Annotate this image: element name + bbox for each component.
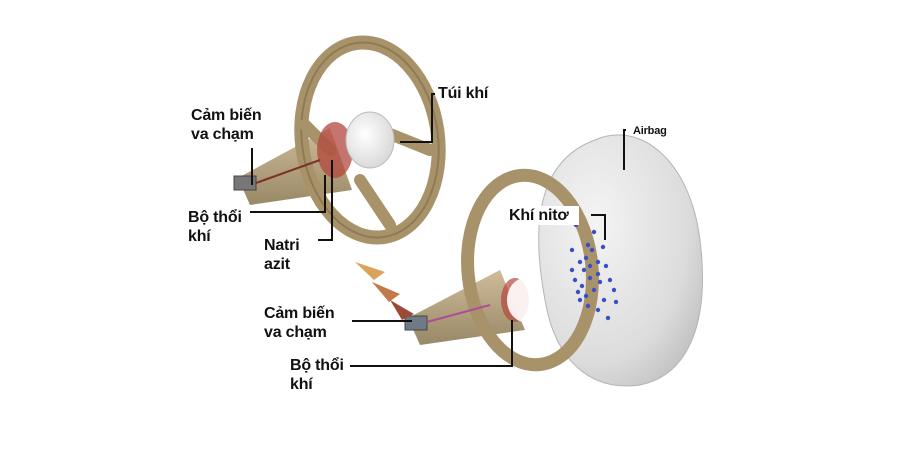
label-nitrogen-gas: Khí nitơ bbox=[507, 206, 579, 225]
label-sodium-azide: Natri azit bbox=[264, 236, 300, 274]
gas-particle bbox=[597, 279, 603, 285]
label-crash-sensor-before-line1: Cảm biến bbox=[191, 107, 262, 124]
impact-arrow-2 bbox=[372, 282, 400, 302]
label-crash-sensor-before-line2: va chạm bbox=[191, 126, 254, 143]
gas-particle bbox=[577, 297, 583, 303]
gas-particle bbox=[601, 297, 607, 303]
gas-particle bbox=[595, 271, 601, 277]
wheel-rim-after bbox=[461, 168, 599, 372]
label-folded-airbag: Túi khí bbox=[438, 84, 488, 103]
gas-particle bbox=[613, 299, 619, 305]
steering-wheel-after bbox=[404, 134, 703, 387]
folded-airbag bbox=[345, 111, 395, 169]
gas-particle bbox=[611, 287, 617, 293]
impact-arrow-3 bbox=[390, 300, 414, 320]
label-inflator-before: Bộ thổi khí bbox=[188, 208, 242, 246]
gas-particle bbox=[600, 244, 606, 250]
gas-particle bbox=[605, 315, 611, 321]
steering-wheel-before bbox=[233, 35, 446, 245]
gas-particle bbox=[579, 283, 585, 289]
gas-particle bbox=[607, 277, 613, 283]
gas-particle bbox=[577, 259, 583, 265]
gas-particle bbox=[583, 293, 589, 299]
label-inflator-after-line1: Bộ thổi bbox=[290, 357, 344, 374]
label-nitrogen-gas-text: Khí nitơ bbox=[509, 207, 569, 224]
leader-lines bbox=[250, 93, 626, 367]
gas-particle bbox=[585, 242, 591, 248]
gas-particle bbox=[572, 277, 578, 283]
label-inflator-after: Bộ thổi khí bbox=[290, 356, 344, 394]
label-inflated-airbag: Airbag bbox=[633, 125, 667, 138]
label-inflator-before-line1: Bộ thổi bbox=[188, 209, 242, 226]
gas-particle bbox=[595, 259, 601, 265]
label-crash-sensor-after-line2: va chạm bbox=[264, 324, 327, 341]
gas-particle bbox=[581, 267, 587, 273]
gas-particle bbox=[583, 255, 589, 261]
label-crash-sensor-after-line1: Cảm biến bbox=[264, 305, 335, 322]
label-inflator-before-line2: khí bbox=[188, 228, 211, 245]
gas-particle bbox=[595, 307, 601, 313]
gas-particle bbox=[587, 275, 593, 281]
label-inflated-airbag-text: Airbag bbox=[633, 125, 667, 137]
gas-particle bbox=[587, 263, 593, 269]
label-sodium-azide-line1: Natri bbox=[264, 237, 300, 254]
gas-particle bbox=[591, 229, 597, 235]
label-crash-sensor-before: Cảm biến va chạm bbox=[191, 106, 262, 144]
label-inflator-after-line2: khí bbox=[290, 376, 313, 393]
gas-particle bbox=[603, 263, 609, 269]
gas-particle bbox=[575, 289, 581, 295]
gas-particle bbox=[569, 267, 575, 273]
gas-particle bbox=[591, 287, 597, 293]
impact-arrow-1 bbox=[355, 262, 385, 280]
gas-particle bbox=[589, 247, 595, 253]
nitrogen-gas-particles bbox=[569, 222, 619, 321]
gas-particle bbox=[569, 247, 575, 253]
label-folded-airbag-text: Túi khí bbox=[438, 85, 489, 102]
label-sodium-azide-line2: azit bbox=[264, 256, 290, 273]
impact-arrows bbox=[355, 262, 414, 320]
label-crash-sensor-after: Cảm biến va chạm bbox=[264, 304, 335, 342]
crash-sensor-after bbox=[404, 315, 428, 331]
steering-column-after bbox=[408, 270, 525, 345]
gas-particle bbox=[585, 303, 591, 309]
